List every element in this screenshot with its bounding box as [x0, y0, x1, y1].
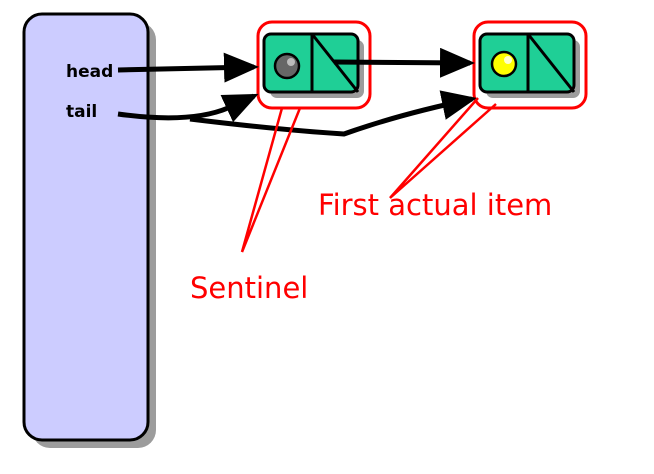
tail-pointer-arrow [117, 93, 259, 123]
first-item-callout-lines [389, 97, 497, 199]
first-item-value-shine [504, 56, 512, 64]
sentinel-node [256, 20, 372, 110]
sentinel-callout-lines [240, 107, 302, 253]
tail-to-first-item-arrow [189, 90, 477, 137]
sentinel-callout-label: Sentinel [190, 271, 308, 305]
tail-label: tail [66, 102, 97, 122]
sentinel-value [273, 52, 301, 80]
first-item-callout-label: First actual item [318, 188, 552, 222]
first-item-null-slash [526, 33, 576, 93]
queue-body [22, 12, 150, 442]
first-item-node [472, 20, 588, 110]
head-pointer-arrow [117, 52, 259, 83]
first-item-value [490, 50, 518, 78]
sentinel-value-shine [287, 58, 295, 66]
head-label: head [66, 62, 113, 82]
sentinel-next-arrow [333, 47, 475, 78]
